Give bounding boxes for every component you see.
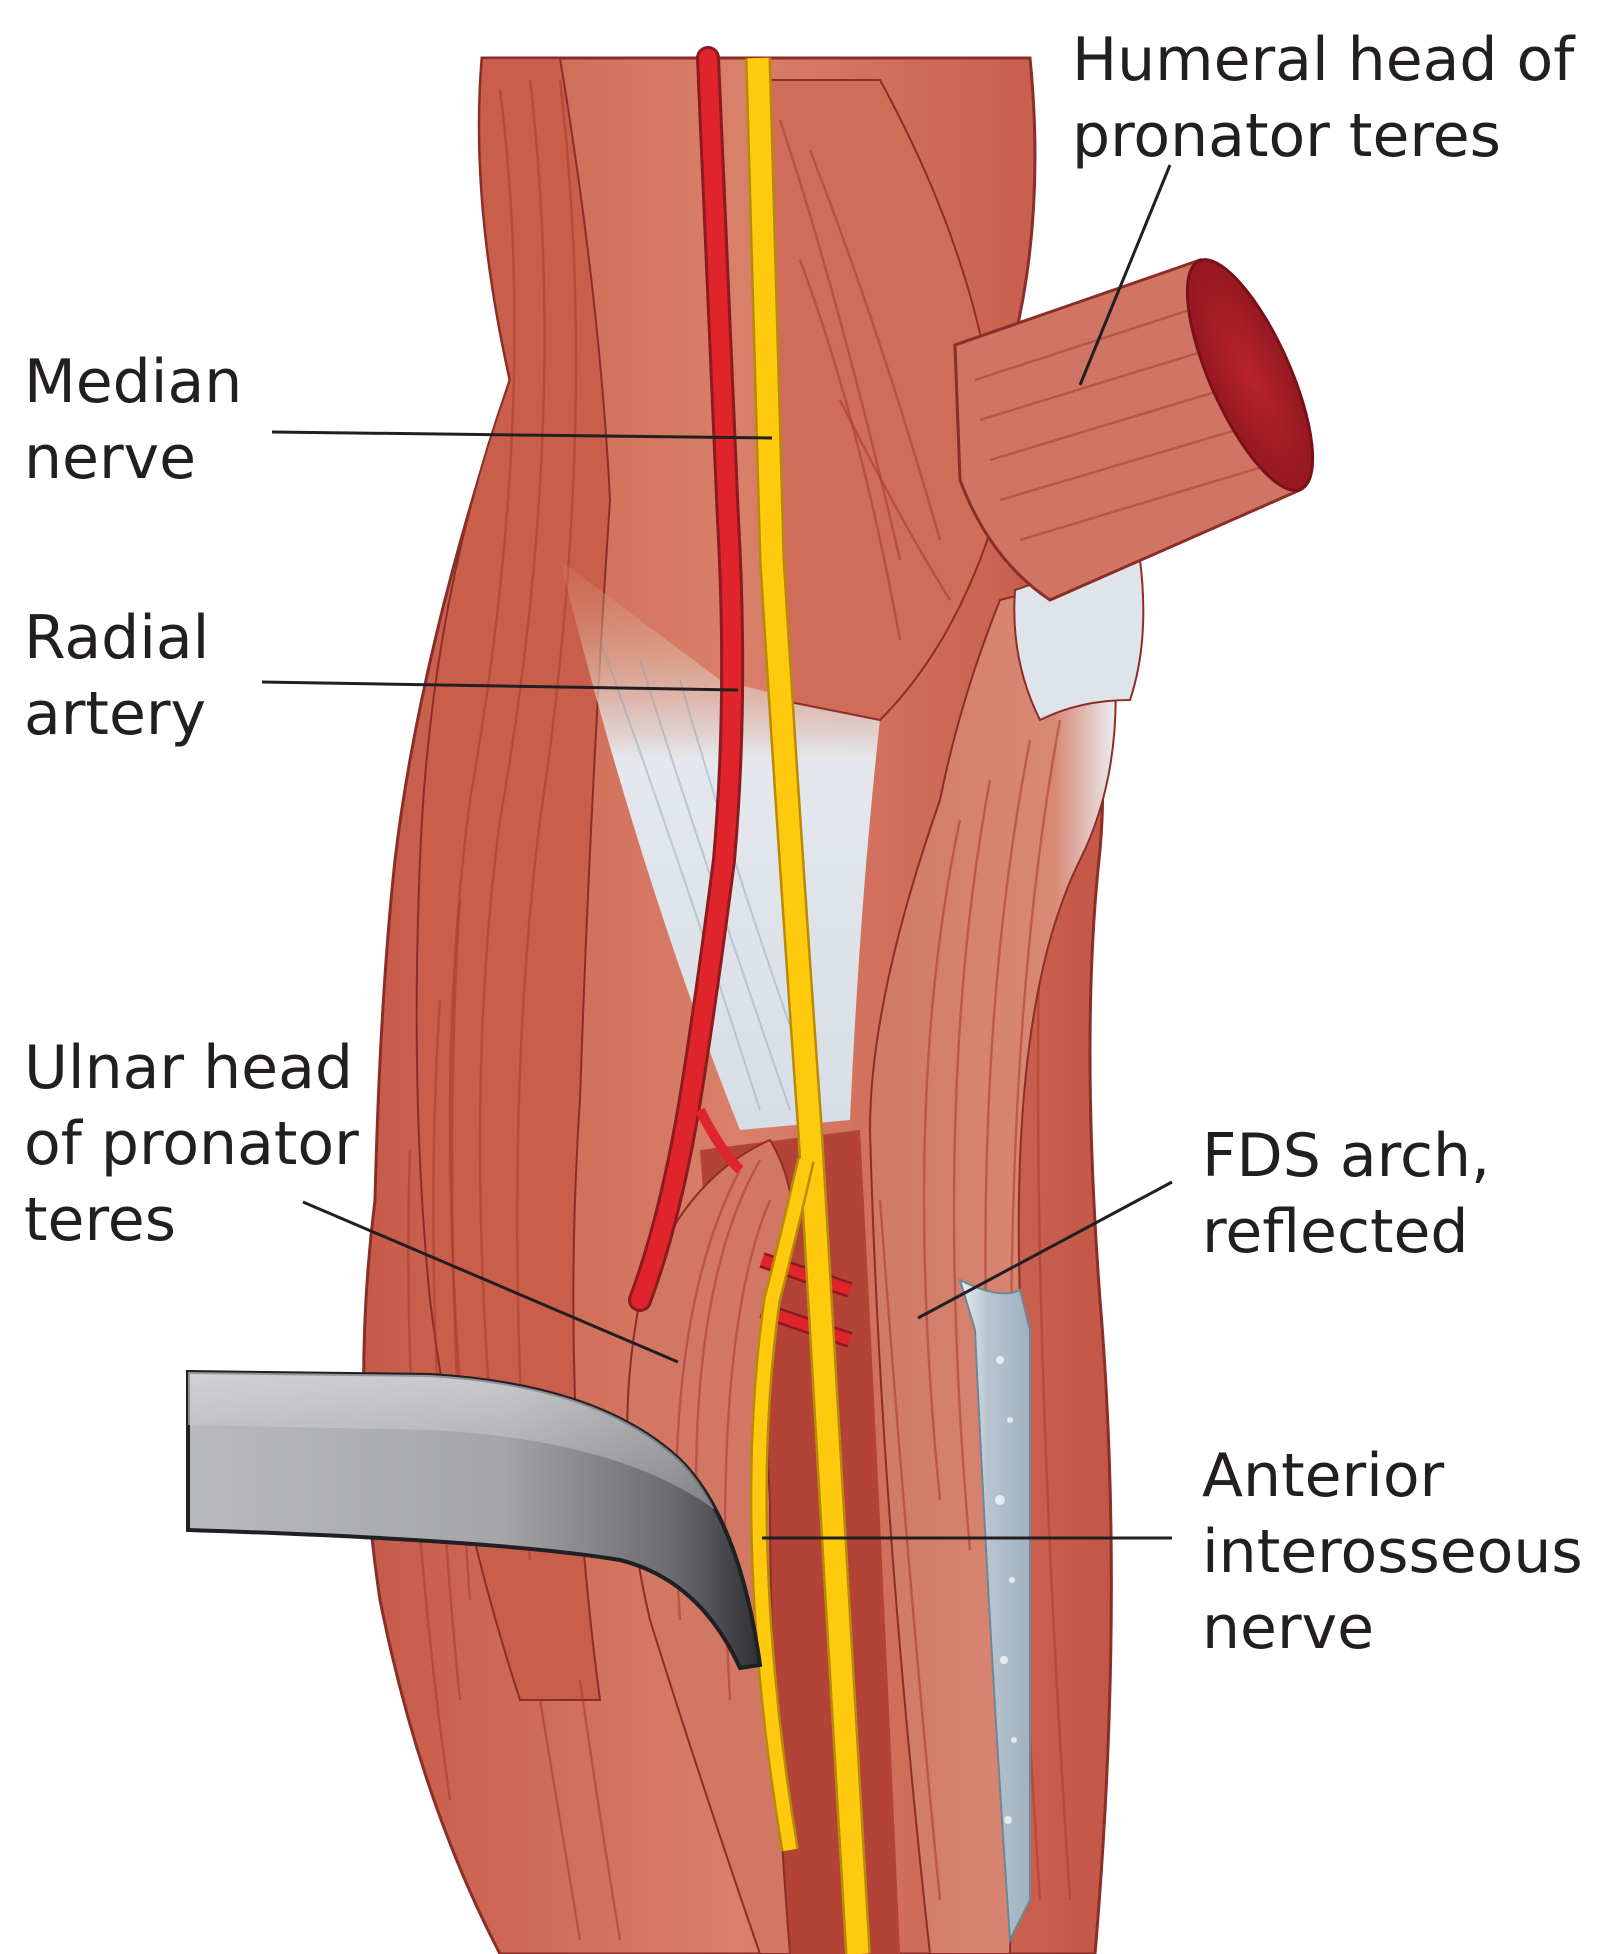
label-radial-artery-line2: artery — [24, 679, 207, 749]
artery-branch — [695, 1107, 744, 1174]
label-ulnar-head-line1: Ulnar head — [24, 1033, 353, 1103]
label-fds-arch: FDS arch, reflected — [1202, 1118, 1490, 1270]
leader-lines — [261, 164, 1173, 1540]
label-humeral-head: Humeral head of pronator teres — [1072, 22, 1574, 174]
label-anterior-interosseous-line3: nerve — [1202, 1593, 1375, 1663]
median-nerve-core — [747, 57, 869, 1954]
fds-edge-speckle — [995, 1356, 1017, 1824]
label-ulnar-head-line2: of pronator — [24, 1109, 359, 1179]
label-ulnar-head-line3: teres — [24, 1185, 176, 1255]
flexor-fibers — [778, 119, 952, 641]
fds-reflected-edge — [958, 1278, 1032, 1944]
label-median-nerve-line1: Median — [24, 347, 243, 417]
leader-radial-artery — [261, 680, 739, 692]
label-radial-artery-line1: Radial — [24, 603, 210, 673]
label-fds-arch-line1: FDS arch, — [1202, 1121, 1491, 1191]
label-radial-artery: Radial artery — [24, 600, 209, 752]
label-anterior-interosseous: Anterior interosseous nerve — [1202, 1438, 1583, 1666]
leader-median-nerve — [271, 430, 773, 440]
leader-fds-arch — [917, 1180, 1173, 1320]
label-humeral-head-line2: pronator teres — [1072, 101, 1501, 171]
leader-humeral-head — [1078, 164, 1172, 386]
label-ulnar-head: Ulnar head of pronator teres — [24, 1030, 359, 1258]
label-humeral-head-line1: Humeral head of — [1072, 25, 1575, 95]
label-anterior-interosseous-line2: interosseous — [1202, 1517, 1583, 1587]
label-fds-arch-line2: reflected — [1202, 1197, 1469, 1267]
retractor-top-face — [188, 1372, 715, 1510]
label-anterior-interosseous-line1: Anterior — [1202, 1441, 1445, 1511]
radial-artery-lumen — [631, 49, 742, 1309]
anterior-interosseous-nerve-core — [752, 1158, 813, 1852]
label-median-nerve-line2: nerve — [24, 423, 197, 493]
humeral-head-cut-surface — [1185, 258, 1315, 492]
leader-ulnar-head — [302, 1200, 679, 1364]
label-median-nerve: Median nerve — [24, 344, 242, 496]
lateral-muscle-belly — [415, 57, 612, 1701]
